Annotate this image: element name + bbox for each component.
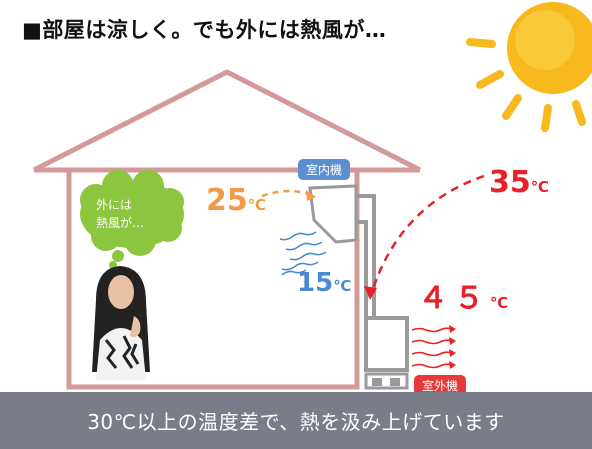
ground-bar [0, 392, 592, 449]
hot-air-arrow [364, 174, 485, 300]
sun-icon [466, 2, 592, 132]
page-title: ■部屋は涼しく。でも外には熱風が… [22, 18, 387, 42]
outdoor-unit-label: 室外機 [414, 375, 467, 396]
indoor-unit-label: 室内機 [298, 159, 351, 180]
warm-air-arrow [261, 189, 316, 201]
indoor-temp-25: 25℃ [206, 183, 266, 218]
outside-temp-35: 35℃ [489, 165, 549, 200]
caption-text: 30℃以上の温度差で、熱を汲み上げています [87, 410, 505, 434]
house-outline [32, 69, 422, 390]
exhaust-arrowheads [449, 325, 456, 369]
indoor-unit [308, 184, 358, 244]
cool-air-arrows [279, 231, 327, 276]
outdoor-unit [364, 316, 409, 390]
cool-air-temp-15: 15℃ [297, 268, 352, 298]
woman-illustration [92, 266, 150, 380]
thought-bubble-text: 外には 熱風が… [96, 196, 176, 232]
thought-line-1: 外には [96, 198, 133, 212]
thought-line-2: 熱風が… [96, 216, 145, 230]
exhaust-temp-45: ４５℃ [418, 281, 515, 316]
thought-bubble [80, 170, 184, 269]
exhaust-arrows [411, 327, 453, 369]
